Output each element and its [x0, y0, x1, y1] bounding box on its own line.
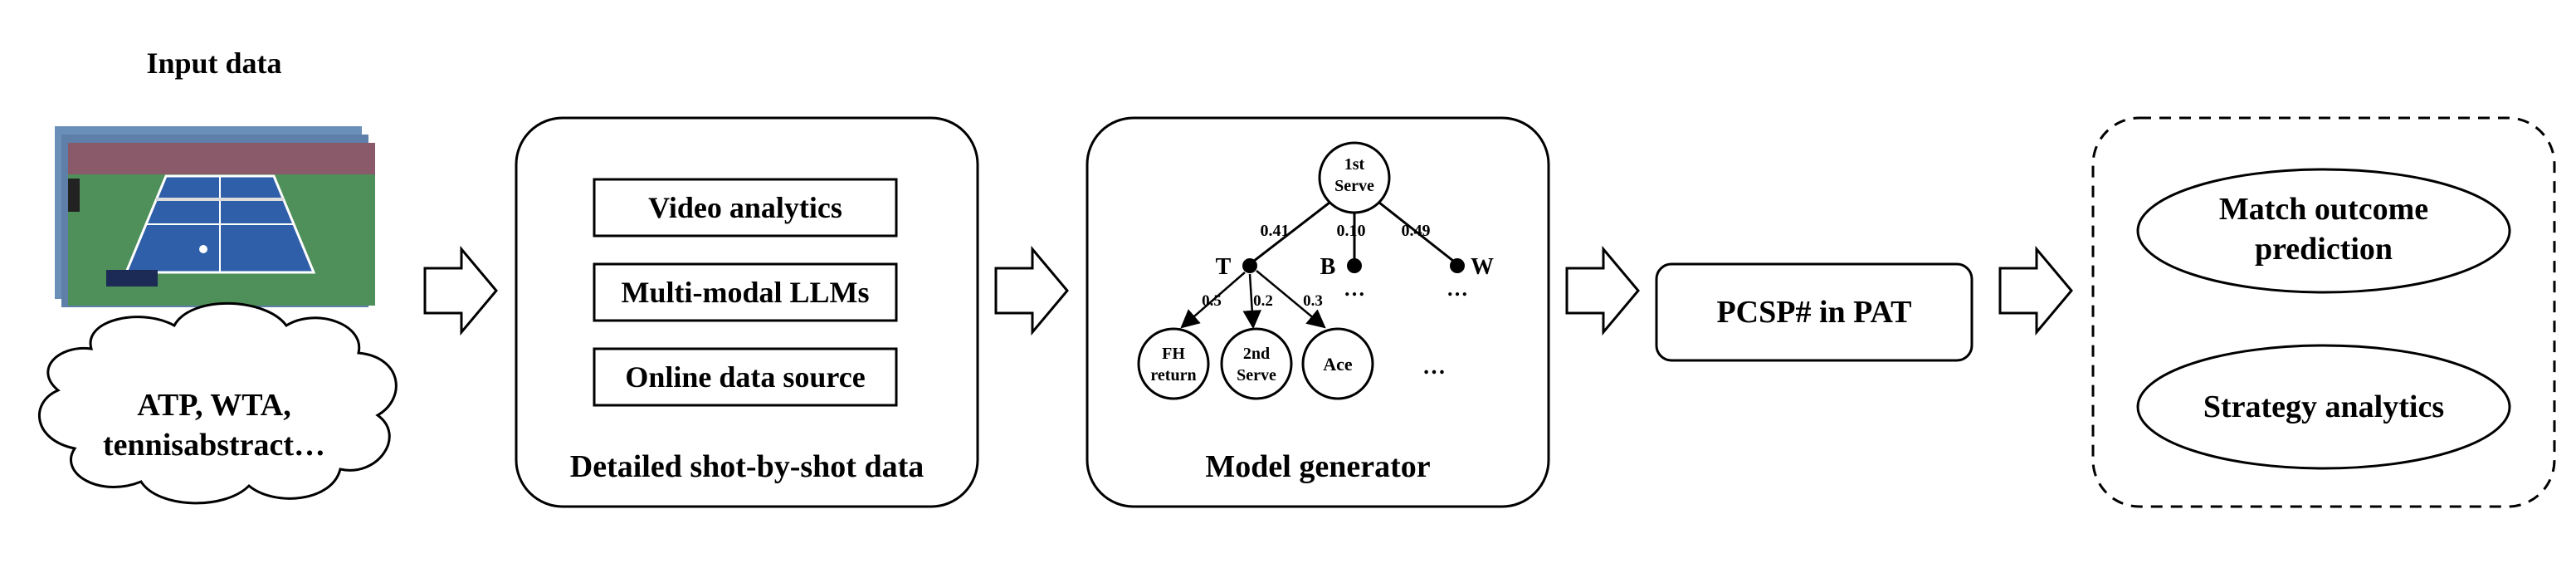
node-second-serve-line-2: Serve	[1237, 366, 1276, 384]
node-first-serve-line-1: 1st	[1344, 155, 1365, 174]
edge-root-t	[1249, 201, 1330, 266]
data-source-cloud	[37, 301, 398, 505]
tennis-video-frames	[55, 126, 375, 307]
input-title: Input data	[146, 47, 281, 80]
multimodal-llms-box	[593, 262, 898, 322]
node-second-serve-line-1: 2nd	[1243, 345, 1270, 363]
shot-data-caption: Detailed shot-by-shot data	[570, 449, 924, 484]
model-generator-caption: Model generator	[1205, 449, 1430, 484]
node-first-serve-line-2: Serve	[1334, 177, 1374, 195]
ellipsis-leaves: …	[1422, 354, 1446, 380]
node-second-serve	[1220, 327, 1293, 400]
node-t	[1242, 258, 1257, 273]
edge-t-2nd	[1242, 273, 1261, 330]
label-b: B	[1320, 254, 1336, 280]
online-data-source-label: Online data source	[625, 360, 865, 394]
node-fh-return-line-2: return	[1150, 366, 1196, 384]
prob-fh: 0.5	[1202, 292, 1222, 310]
edge-t-fh	[1180, 272, 1246, 329]
label-w: W	[1471, 254, 1494, 280]
node-b	[1347, 258, 1362, 273]
label-t: T	[1216, 254, 1232, 280]
model-generator-panel	[1086, 116, 1550, 508]
node-w	[1450, 258, 1465, 273]
prob-b: 0.10	[1337, 222, 1366, 240]
ellipsis-b: …	[1344, 277, 1365, 301]
node-ace-label: Ace	[1323, 354, 1353, 375]
strategy-analytics-ellipse	[2136, 344, 2511, 470]
tennis-court-image	[68, 143, 375, 306]
block-arrow-2	[994, 245, 1069, 336]
video-analytics-box	[593, 178, 898, 238]
prob-w: 0.49	[1402, 222, 1431, 240]
pcsp-label: PCSP# in PAT	[1716, 295, 1911, 330]
node-ace	[1301, 327, 1374, 400]
block-arrow-3	[1565, 245, 1640, 336]
online-data-source-box	[593, 347, 898, 407]
node-fh-return	[1137, 327, 1210, 400]
block-arrow-1	[423, 245, 498, 336]
cloud-line-2: tennisabstract…	[103, 428, 325, 463]
match-outcome-line-2: prediction	[2255, 232, 2393, 267]
strategy-analytics-label: Strategy analytics	[2203, 389, 2444, 424]
pcsp-box	[1655, 262, 1973, 362]
edge-root-w	[1378, 201, 1458, 266]
video-analytics-label: Video analytics	[648, 191, 842, 224]
node-fh-return-line-1: FH	[1162, 345, 1185, 363]
prob-t: 0.41	[1261, 222, 1290, 240]
block-arrow-4	[1998, 245, 2073, 336]
prob-ace: 0.3	[1303, 292, 1323, 310]
edge-t-ace	[1256, 270, 1326, 329]
match-outcome-ellipse	[2136, 168, 2511, 294]
match-outcome-line-1: Match outcome	[2219, 192, 2428, 227]
cloud-line-1: ATP, WTA,	[137, 388, 290, 423]
prob-2nd: 0.2	[1253, 292, 1273, 310]
ellipsis-w: …	[1447, 277, 1468, 301]
multimodal-llms-label: Multi-modal LLMs	[621, 276, 869, 309]
